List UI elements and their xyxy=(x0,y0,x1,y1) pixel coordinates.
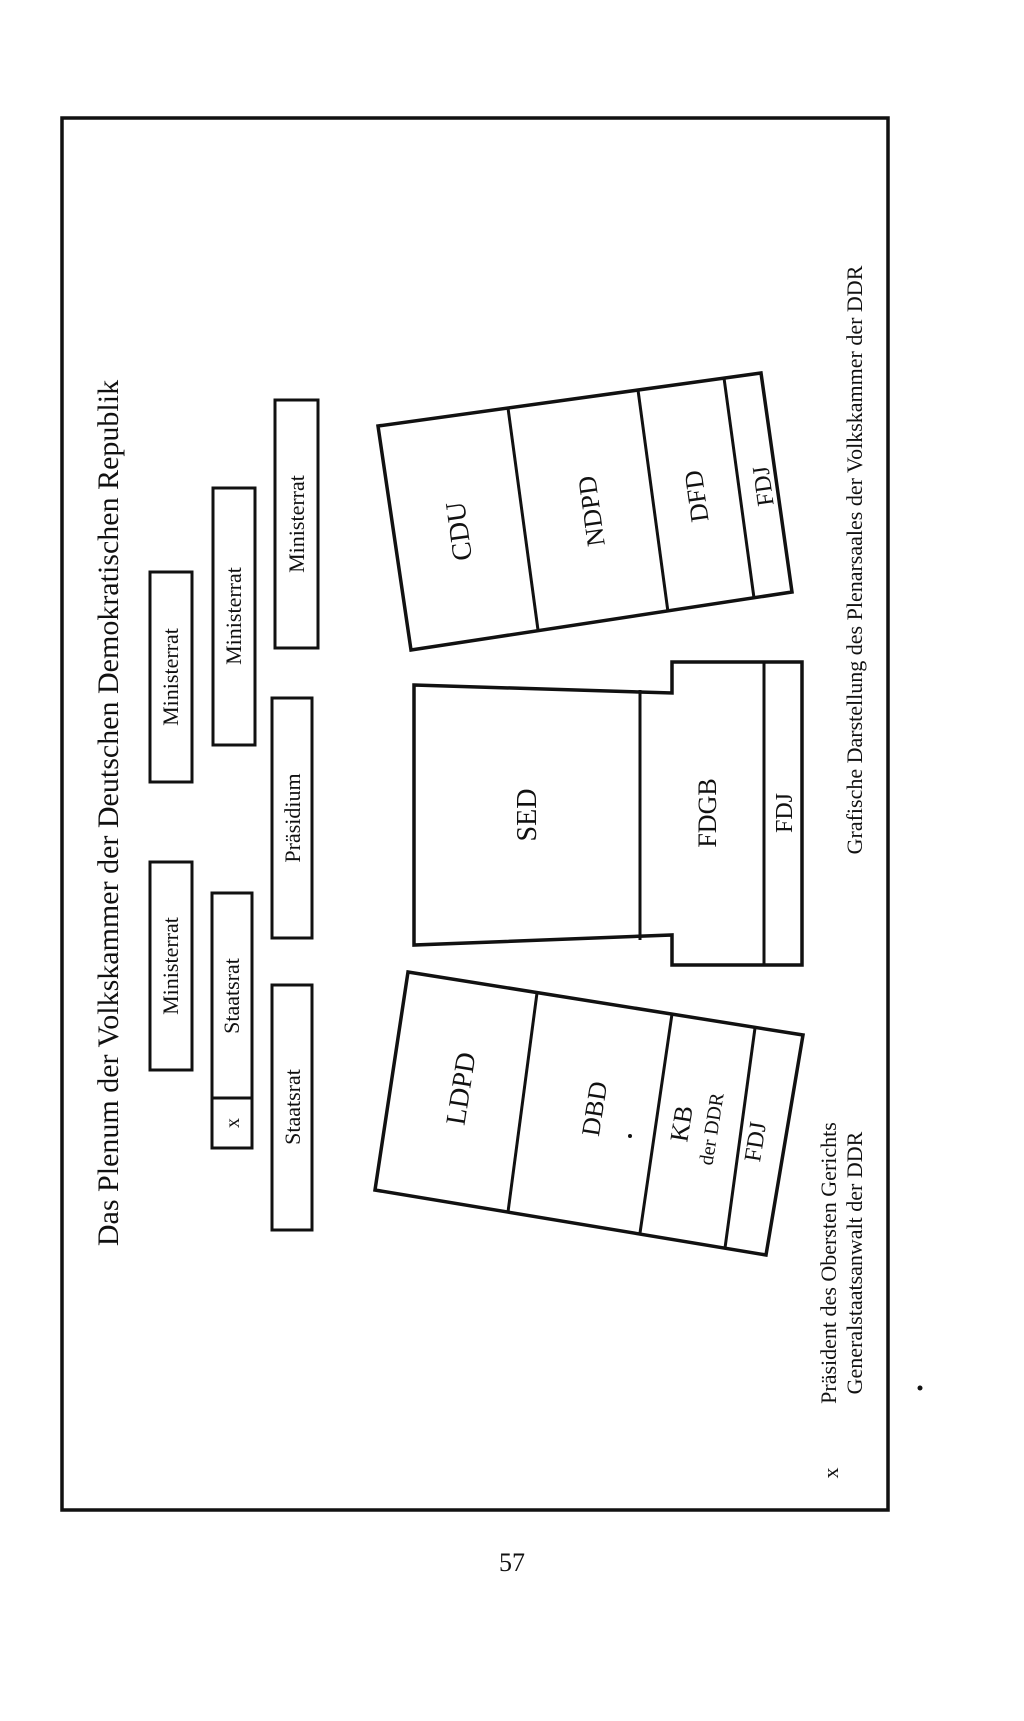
diagram-frame xyxy=(60,116,890,1512)
ministerrat-label: Ministerrat xyxy=(158,917,183,1015)
staatsrat-label: Staatsrat xyxy=(219,958,244,1034)
praesidium-label: Präsidium xyxy=(280,773,305,862)
ministerrat-box-back-right: Ministerrat xyxy=(148,570,194,784)
party-label-sed: SED xyxy=(512,789,543,842)
party-label-fdj: FDJ xyxy=(740,1120,772,1164)
party-label-fdj: FDJ xyxy=(748,464,779,507)
staatsrat-box-middle: Staatsrat xyxy=(210,891,254,1100)
footnote-line-1: Präsident des Obersten Gerichts xyxy=(816,1122,841,1404)
party-label-fdgb: FDGB xyxy=(693,778,722,847)
scan-speck xyxy=(917,1385,923,1391)
staatsrat-box-front: Staatsrat xyxy=(270,983,314,1232)
left-party-block: LDPD DBD KB der DDR FDJ xyxy=(373,969,806,1258)
scan-speck xyxy=(628,1134,632,1138)
right-party-block: CDU NDPD DFD FDJ xyxy=(376,371,794,652)
presidium-marker-box: x xyxy=(210,1096,254,1150)
party-label-kb: KB xyxy=(664,1104,698,1144)
ministerrat-label: Ministerrat xyxy=(221,567,246,665)
ministerrat-box-middle: Ministerrat xyxy=(211,486,257,747)
ministerrat-box-front: Ministerrat xyxy=(273,398,320,650)
page-number: 57 xyxy=(499,1548,525,1577)
diagram-title: Das Plenum der Volkskammer der Deutschen… xyxy=(92,380,125,1246)
staatsrat-label: Staatsrat xyxy=(280,1069,305,1145)
center-party-block: SED FDGB FDJ xyxy=(412,660,804,967)
footnote-marker: x xyxy=(818,1468,843,1479)
party-label-dfd: DFD xyxy=(679,468,715,524)
footnote-line-2: Generalstaatsanwalt der DDR xyxy=(842,1131,867,1394)
ministerrat-box-back-left: Ministerrat xyxy=(148,860,194,1072)
praesidium-box: Präsidium xyxy=(270,696,314,940)
ministerrat-label: Ministerrat xyxy=(284,475,309,573)
presidium-marker-label: x xyxy=(222,1118,244,1128)
ministerrat-label: Ministerrat xyxy=(158,628,183,726)
party-label-fdj: FDJ xyxy=(772,793,798,833)
diagram-caption: Grafische Darstellung des Plenarsaales d… xyxy=(842,265,867,854)
